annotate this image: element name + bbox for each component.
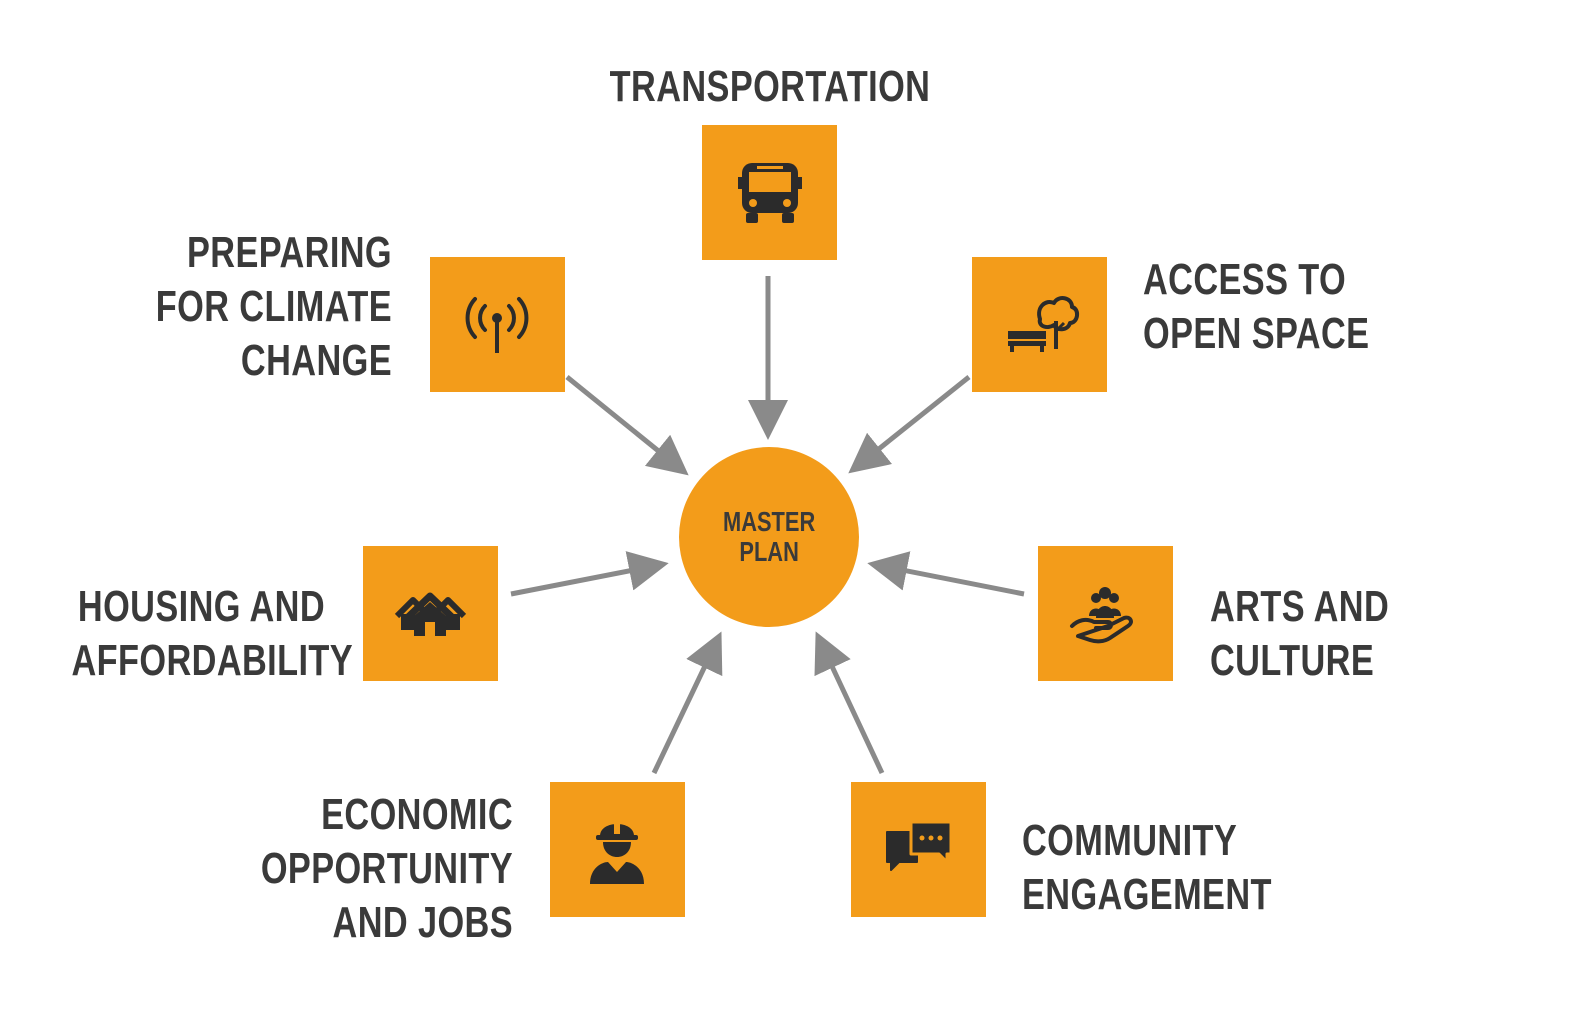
label-line: OPPORTUNITY [260, 844, 513, 893]
arrow-housing [510, 551, 669, 597]
label-line: AND JOBS [332, 898, 513, 947]
chat-bubbles-icon [886, 820, 953, 871]
label-community: COMMUNITY ENGAGEMENT [1022, 814, 1350, 922]
label-arts: ARTS AND CULTURE [1210, 580, 1491, 688]
label-line: AFFORDABILITY [71, 636, 354, 685]
label-line: ARTS AND [1210, 582, 1390, 631]
construction-worker-icon [590, 822, 644, 884]
label-line: COMMUNITY [1022, 816, 1238, 865]
label-line: OPEN SPACE [1143, 309, 1370, 358]
label-line: FOR CLIMATE [155, 282, 392, 331]
hub-label-line: MASTER [722, 506, 816, 537]
arrow-economic [651, 631, 723, 775]
bus-icon [738, 163, 802, 223]
hand-people-icon [1070, 587, 1133, 644]
antenna-signal-icon [465, 297, 529, 353]
arrow-community [814, 631, 885, 775]
label-transportation: TRANSPORTATION [606, 60, 934, 114]
park-bench-tree-icon [1008, 296, 1079, 352]
tile-climate [430, 257, 565, 392]
label-line: PREPARING [186, 228, 392, 277]
label-line: ACCESS TO [1143, 255, 1347, 304]
label-line: ECONOMIC [321, 790, 513, 839]
label-line: CHANGE [240, 336, 392, 385]
tile-community [851, 782, 986, 917]
tile-housing [363, 546, 498, 681]
tile-economic [550, 782, 685, 917]
tile-open-space [972, 257, 1107, 392]
label-economic: ECONOMIC OPPORTUNITY AND JOBS [113, 788, 513, 950]
label-climate: PREPARING FOR CLIMATE CHANGE [86, 226, 392, 388]
label-line: HOUSING AND [77, 582, 326, 631]
houses-icon [394, 592, 467, 636]
tile-arts [1038, 546, 1173, 681]
label-housing: HOUSING AND AFFORDABILITY [71, 580, 354, 688]
label-line: TRANSPORTATION [609, 62, 931, 111]
tile-transportation [702, 125, 837, 260]
label-line: CULTURE [1210, 636, 1375, 685]
arrow-climate [565, 375, 689, 476]
hub-label: MASTER PLAN [723, 507, 815, 567]
hub-label-line: PLAN [739, 536, 799, 567]
arrow-arts [867, 551, 1025, 597]
label-open-space: ACCESS TO OPEN SPACE [1143, 253, 1471, 361]
label-line: ENGAGEMENT [1022, 870, 1272, 919]
master-plan-hub: MASTER PLAN [679, 447, 859, 627]
arrow-open-space [848, 375, 971, 474]
